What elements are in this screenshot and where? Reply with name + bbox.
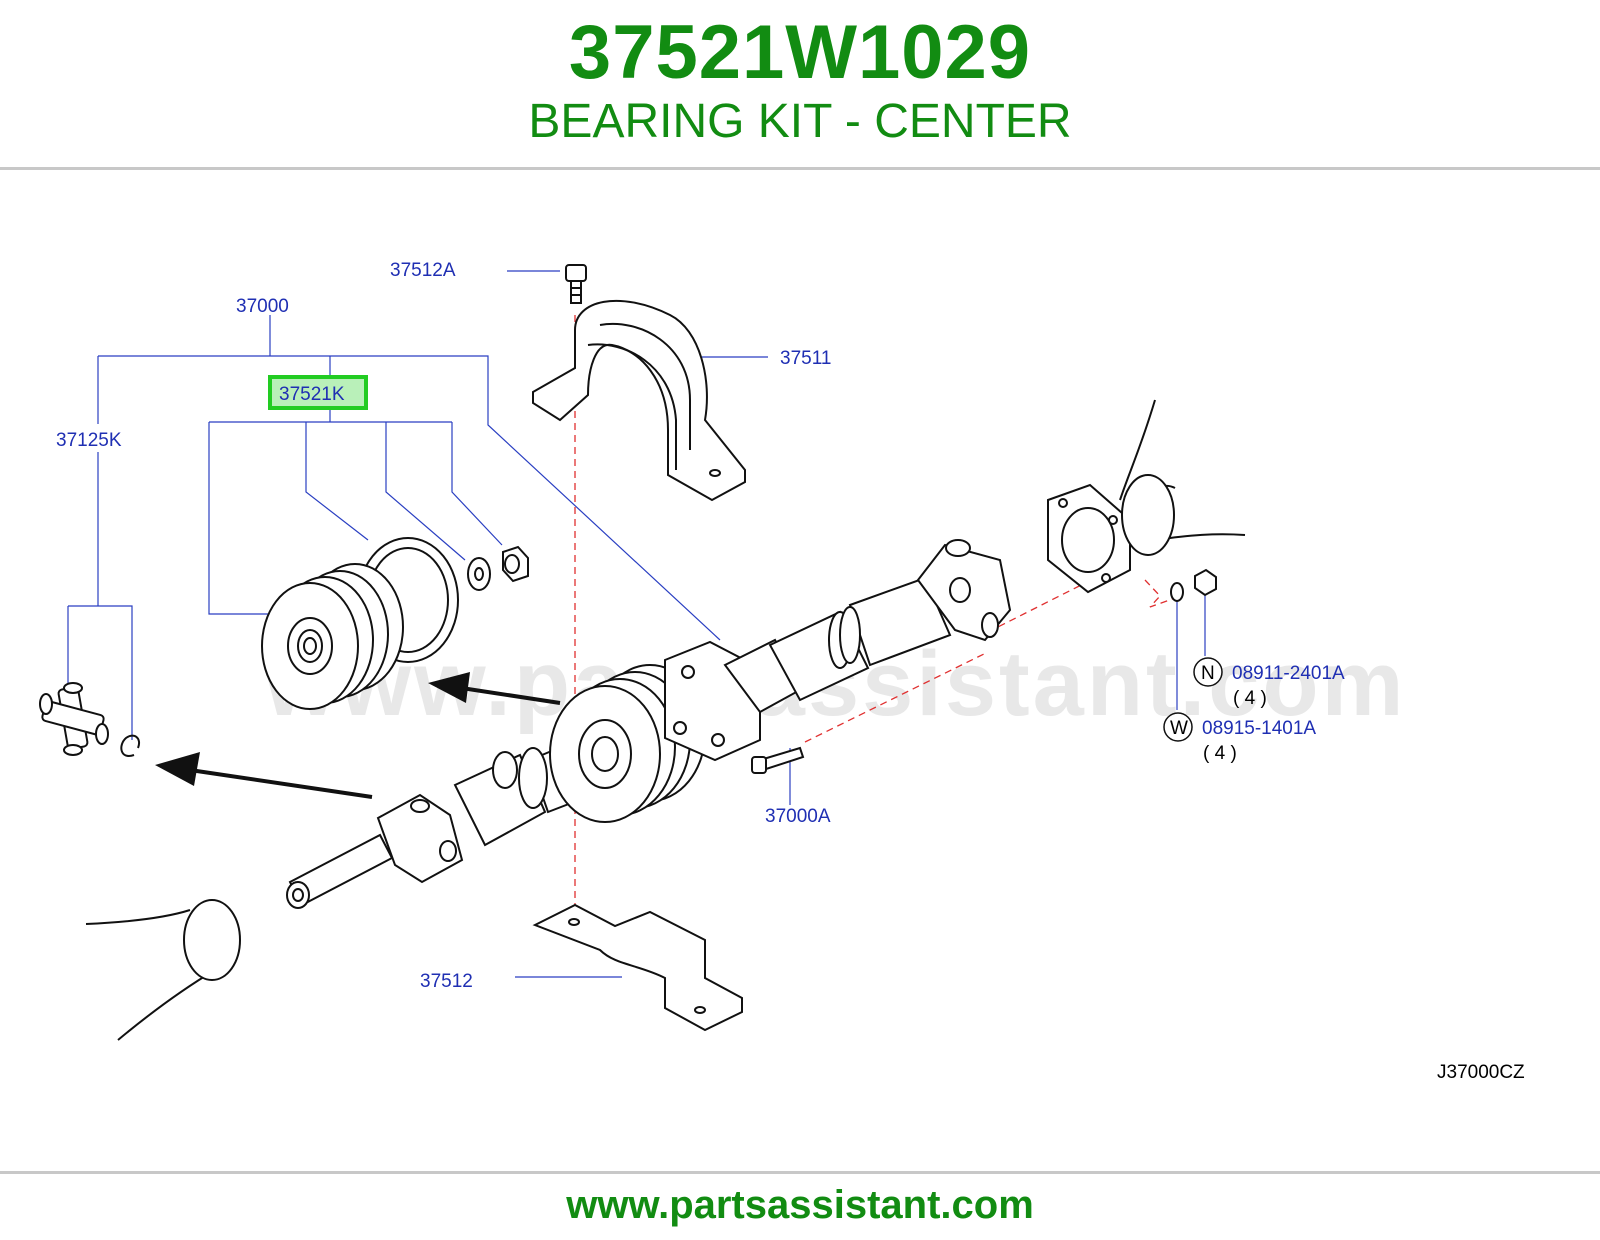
label-37511[interactable]: 37511: [780, 348, 831, 369]
part-description: BEARING KIT - CENTER: [528, 95, 1072, 148]
marker-w: W: [1170, 718, 1188, 739]
part-number-title: 37521W1029: [568, 10, 1032, 95]
qty-08915: ( 4 ): [1203, 743, 1237, 764]
label-37512A[interactable]: 37512A: [390, 260, 456, 281]
center-bearing-exploded: [261, 537, 529, 710]
snap-ring: [120, 734, 140, 757]
transmission-housing: [85, 899, 241, 1041]
diagram-code: J37000CZ: [1437, 1062, 1525, 1083]
label-08915-1401A[interactable]: 08915-1401A: [1202, 718, 1316, 739]
direction-arrows: [155, 672, 561, 799]
page-header: 37521W1029 BEARING KIT - CENTER: [0, 0, 1600, 168]
label-37000A[interactable]: 37000A: [765, 806, 831, 827]
footer-website-link[interactable]: www.partsassistant.com: [566, 1183, 1034, 1227]
leader-lines: [67, 270, 1206, 978]
header-divider: [0, 167, 1600, 170]
differential-flange: [1047, 399, 1246, 594]
qty-08911: ( 4 ): [1233, 688, 1267, 709]
center-bearing-bracket-lower: [532, 903, 743, 1032]
center-bearing-bracket-upper: [532, 299, 746, 502]
bolt-37512A: [565, 264, 587, 304]
label-37512[interactable]: 37512: [420, 971, 473, 992]
callout-nut: N: [1193, 657, 1223, 687]
washer-w: [1170, 582, 1184, 602]
propeller-shaft-assembly: [286, 539, 1012, 909]
label-37521K[interactable]: 37521K: [279, 384, 345, 405]
exploded-parts-diagram: www.partsassistant.com: [39, 260, 1525, 1083]
marker-n: N: [1201, 663, 1215, 684]
label-37125K[interactable]: 37125K: [56, 430, 122, 451]
label-37000[interactable]: 37000: [236, 296, 289, 317]
label-08911-2401A[interactable]: 08911-2401A: [1232, 663, 1345, 684]
nut-n: [1194, 568, 1217, 597]
universal-joint-spider: [39, 682, 109, 756]
footer-divider: [0, 1171, 1600, 1174]
highlighted-part-37521K[interactable]: 37521K: [268, 375, 368, 410]
callout-washer: W: [1163, 712, 1193, 742]
